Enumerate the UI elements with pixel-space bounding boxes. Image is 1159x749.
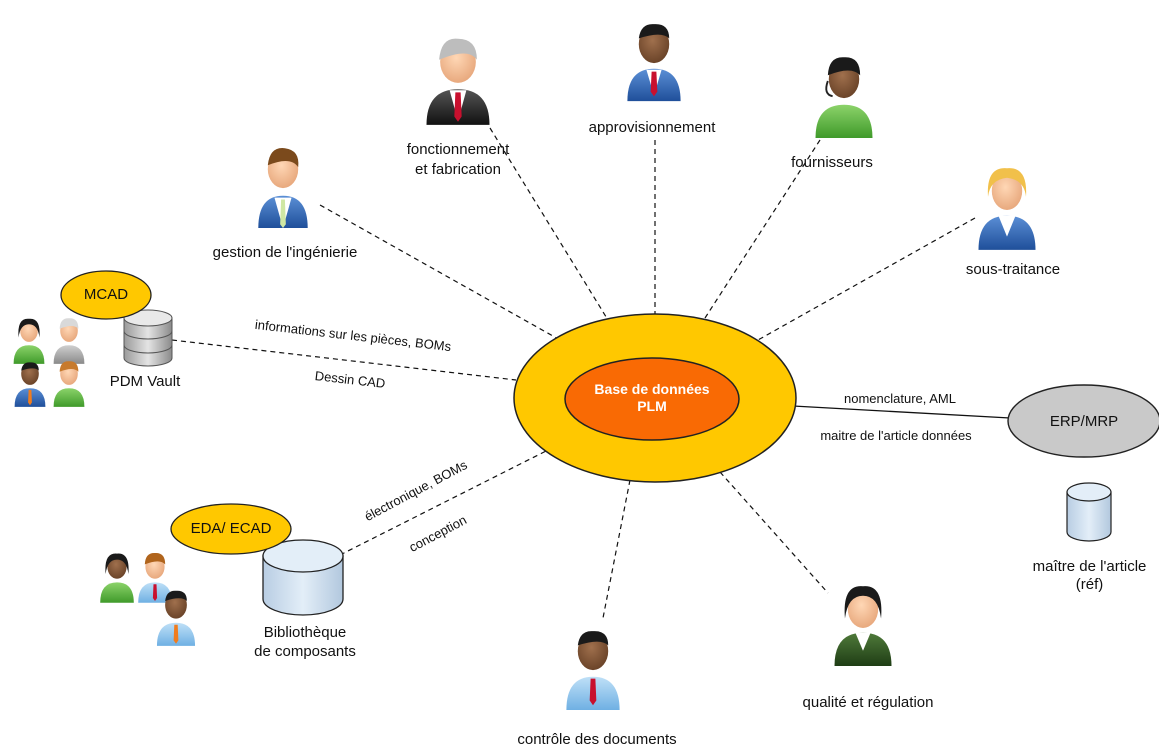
operations-person-icon bbox=[426, 38, 490, 125]
mcad-oval bbox=[60, 270, 152, 320]
subcontracting-label: sous-traitance bbox=[965, 261, 1061, 278]
mcad-label: MCAD bbox=[83, 286, 129, 303]
erp-label: ERP/MRP bbox=[1049, 413, 1119, 430]
eda-label: EDA/ ECAD bbox=[190, 520, 272, 537]
item-master-label: maître de l'article (réf) bbox=[1020, 558, 1159, 594]
eda-oval bbox=[170, 503, 292, 555]
connector-engineering bbox=[319, 204, 561, 341]
edge-label-item-master-data: maitre de l'article données bbox=[820, 428, 972, 443]
engineering-label: gestion de l'ingénierie bbox=[212, 244, 358, 261]
library-label-line1: Bibliothèque bbox=[263, 624, 347, 641]
edge-label-bom-aml: nomenclature, AML bbox=[843, 391, 956, 406]
documents-label: contrôle des documents bbox=[517, 731, 677, 748]
procurement-label: approvisionnement bbox=[588, 119, 716, 136]
suppliers-label: fournisseurs bbox=[791, 154, 873, 171]
operations-label-line1: fonctionnement bbox=[406, 141, 510, 158]
item-master-cylinder-icon bbox=[1066, 482, 1112, 542]
supplier-person-icon bbox=[815, 57, 873, 138]
subcontractor-person-icon bbox=[978, 168, 1036, 250]
connector-pdm bbox=[171, 339, 517, 381]
eda-team-icon bbox=[100, 552, 196, 646]
connector-subcontracting bbox=[757, 217, 976, 341]
documents-person-icon bbox=[566, 631, 620, 710]
library-cylinder-icon bbox=[262, 539, 344, 616]
connector-documents bbox=[602, 479, 631, 619]
quality-person-icon bbox=[834, 586, 892, 666]
item-master-label-line2: (réf) bbox=[1075, 576, 1104, 593]
connector-library bbox=[339, 449, 549, 556]
plm-title: Base de données PLM bbox=[582, 381, 722, 415]
quality-label: qualité et régulation bbox=[802, 694, 934, 711]
connector-erp bbox=[792, 405, 1011, 419]
operations-label-line2: et fabrication bbox=[415, 161, 501, 178]
item-master-label-line1: maître de l'article bbox=[1032, 558, 1147, 575]
plm-title-line1: Base de données bbox=[594, 381, 710, 397]
plm-title-line2: PLM bbox=[637, 398, 667, 414]
pdm-vault-label: PDM Vault bbox=[109, 373, 181, 390]
database-stack-icon bbox=[123, 309, 173, 367]
engineer-person-icon bbox=[258, 148, 308, 228]
erp-oval bbox=[1007, 384, 1159, 458]
procurement-person-icon bbox=[627, 24, 681, 102]
operations-label: fonctionnement et fabrication bbox=[378, 140, 538, 180]
mcad-team-icon bbox=[13, 318, 85, 407]
library-label-line2: de composants bbox=[254, 643, 356, 660]
plm-inner-core bbox=[564, 357, 740, 441]
connectors bbox=[171, 127, 976, 619]
connector-quality bbox=[719, 471, 829, 594]
connector-operations bbox=[489, 127, 609, 321]
library-label: Bibliothèque de composants bbox=[230, 623, 380, 661]
